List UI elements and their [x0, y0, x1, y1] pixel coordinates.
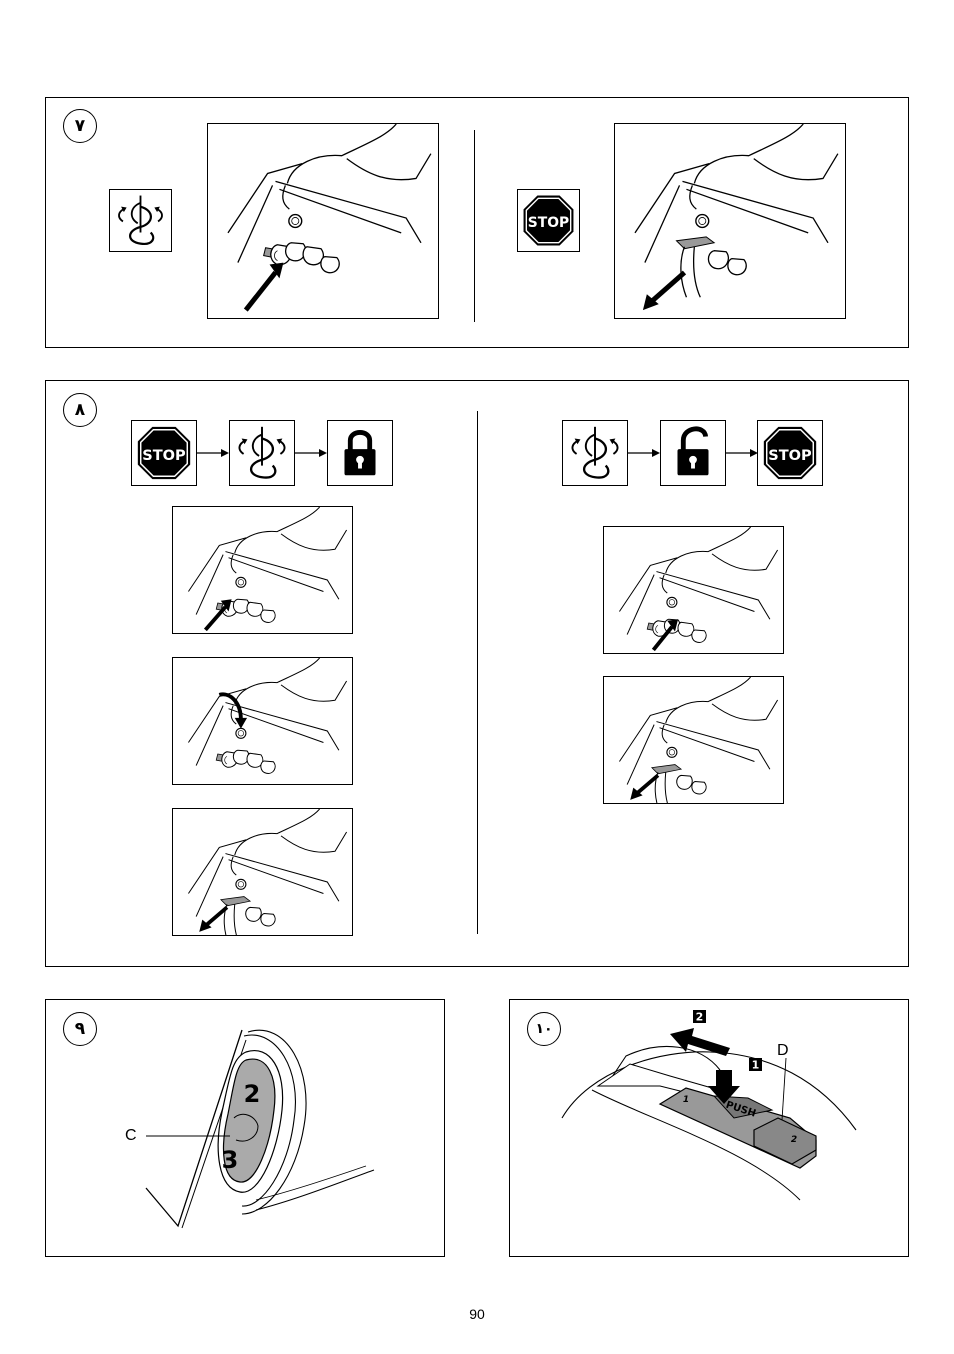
unlock-sequence-rotation-icon-box — [562, 420, 628, 486]
stop-sign-icon: STOP — [758, 421, 822, 485]
figure-7-switch-off-illustration — [614, 123, 846, 319]
stop-sign-icon: STOP — [132, 421, 196, 485]
step-2-label: 2 — [696, 1011, 704, 1024]
unlock-sequence-stop-icon-box: STOP — [757, 420, 823, 486]
unlock-step-1-press-trigger — [603, 526, 784, 654]
stop-icon-box: STOP — [517, 189, 580, 252]
mixing-paddle-rotation-icon — [563, 421, 627, 485]
page-number: 90 — [0, 1306, 954, 1322]
lock-step-3-release-trigger — [172, 808, 353, 936]
figure-10-panel: ١٠ 1 2 PUSH 1 2 D — [509, 999, 909, 1257]
figure-7-divider — [474, 130, 475, 322]
sequence-arrow-icon — [295, 448, 327, 458]
mixing-paddle-rotation-icon — [230, 421, 294, 485]
lock-button-press-illustration — [173, 658, 352, 784]
figure-7-panel: ٧ STOP — [45, 97, 909, 348]
lock-step-1-press-trigger — [172, 506, 353, 634]
trigger-press-illustration — [604, 527, 783, 653]
curved-arrow-icon — [235, 718, 247, 729]
step-1-label: 1 — [752, 1059, 760, 1072]
slider-position-2: 2 — [791, 1135, 797, 1145]
stop-label: STOP — [528, 215, 569, 231]
slider-position-1: 1 — [683, 1095, 689, 1105]
lock-slider-illustration: 1 2 PUSH 1 2 — [510, 1000, 908, 1256]
trigger-release-illustration — [173, 809, 352, 935]
figure-8-panel: ٨ STOP — [45, 380, 909, 967]
lock-sequence-stop-icon-box: STOP — [131, 420, 197, 486]
lock-sequence-padlock-icon-box — [327, 420, 393, 486]
figure-8-number-badge: ٨ — [63, 393, 97, 427]
padlock-locked-icon — [328, 421, 392, 485]
figure-8-divider — [477, 411, 478, 934]
unlock-sequence-padlock-icon-box — [660, 420, 726, 486]
unlock-step-2-release-trigger — [603, 676, 784, 804]
trigger-release-illustration — [615, 124, 845, 318]
svg-text:STOP: STOP — [142, 448, 186, 464]
callout-c: C — [125, 1127, 137, 1145]
callout-d: D — [777, 1042, 789, 1060]
trigger-press-illustration — [173, 507, 352, 633]
trigger-release-illustration — [604, 677, 783, 803]
figure-9-panel: ٩ 2 3 C — [45, 999, 445, 1257]
svg-text:STOP: STOP — [768, 448, 812, 464]
trigger-press-illustration — [208, 124, 438, 318]
dial-number-3: 3 — [222, 1146, 239, 1174]
lock-sequence-rotation-icon-box — [229, 420, 295, 486]
mixing-paddle-rotation-icon — [110, 190, 171, 251]
speed-dial-illustration: 2 3 — [46, 1000, 444, 1256]
rotation-icon-box — [109, 189, 172, 252]
sequence-arrow-icon — [197, 448, 229, 458]
sequence-arrow-icon — [726, 448, 758, 458]
dial-number-2: 2 — [244, 1080, 261, 1108]
figure-7-switch-on-illustration — [207, 123, 439, 319]
padlock-unlocked-icon — [661, 421, 725, 485]
stop-sign-icon: STOP — [518, 190, 579, 251]
lock-step-2-press-lock-button — [172, 657, 353, 785]
sequence-arrow-icon — [628, 448, 660, 458]
figure-7-number-badge: ٧ — [63, 109, 97, 143]
